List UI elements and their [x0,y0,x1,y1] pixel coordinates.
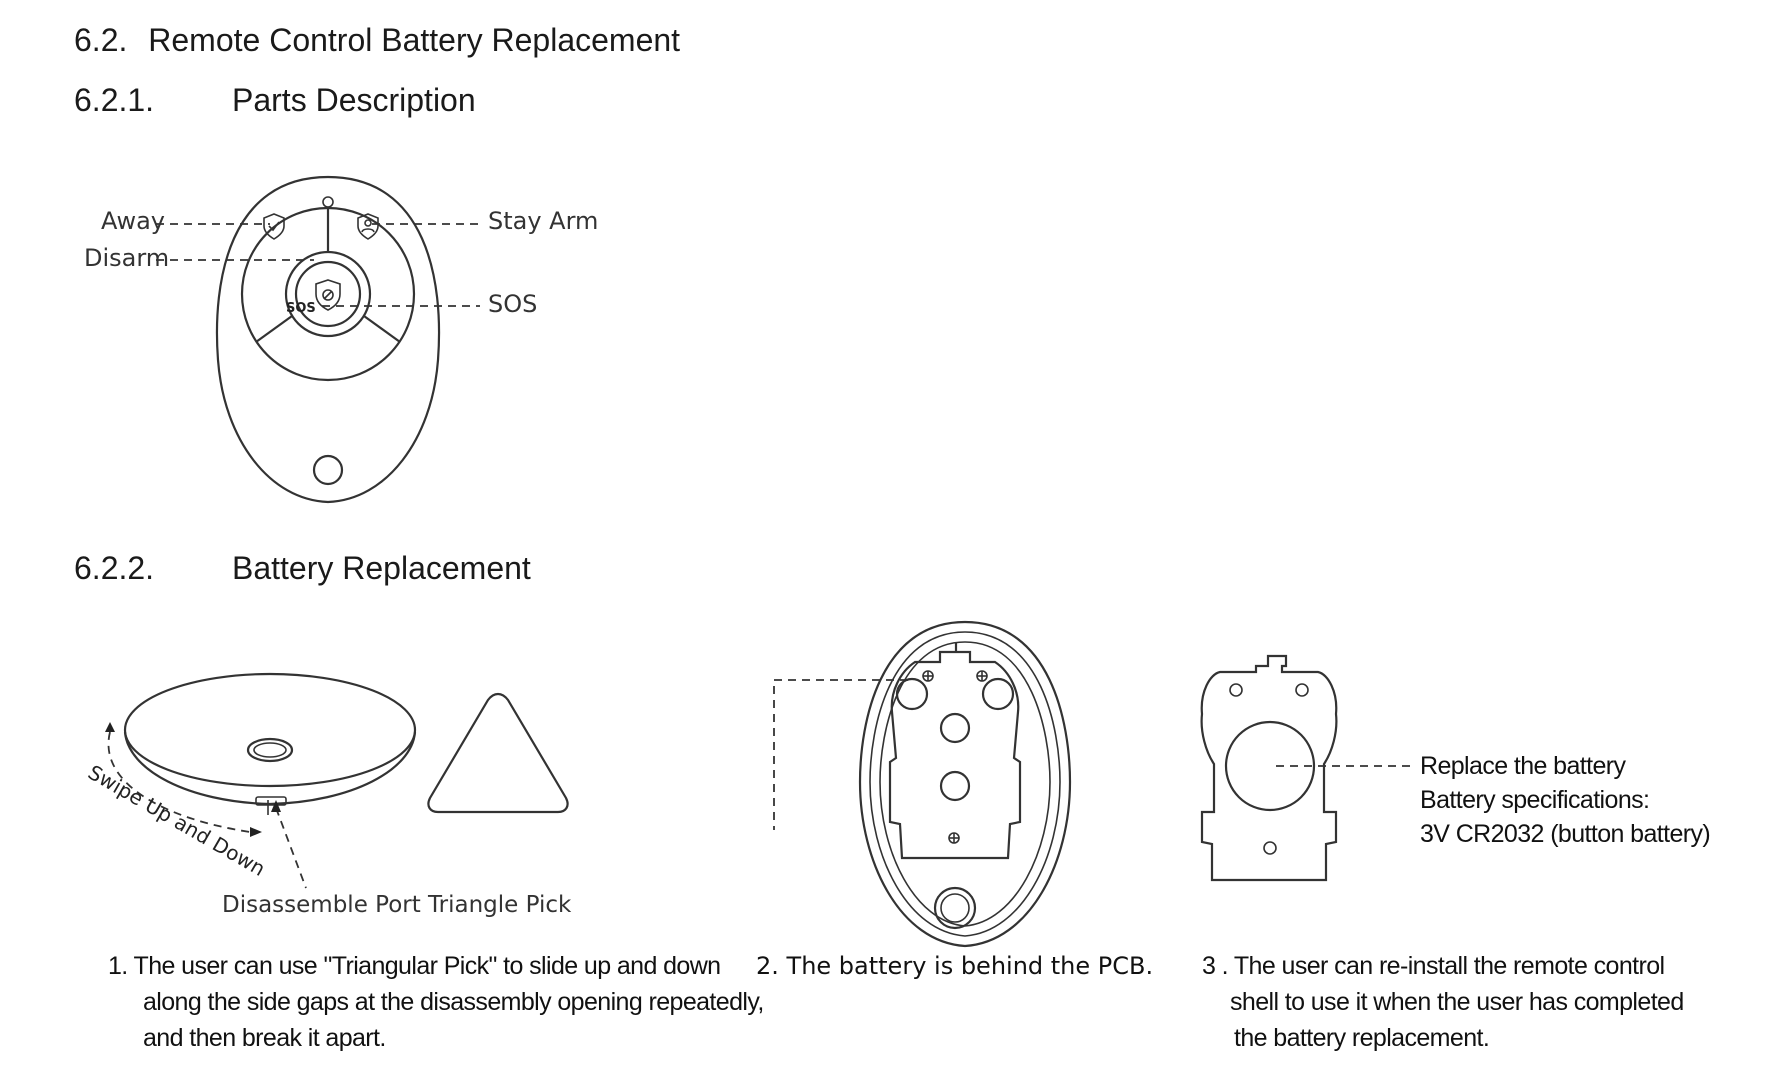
step3-caption-line1: 3 . The user can re-install the remote c… [1202,952,1665,980]
battery-note-line2: Battery specifications: [1420,786,1650,814]
step1-caption-line2: along the side gaps at the disassembly o… [143,988,764,1016]
battery-note-line3: 3V CR2032 (button battery) [1420,820,1711,848]
disarm-shield-icon [315,279,341,311]
triangle-pick [427,692,569,814]
parts-number: 6.2.1. [74,82,155,118]
away-label: Away [101,207,165,235]
section-title: Remote Control Battery Replacement [148,22,681,58]
step1-caption-line3: and then break it apart. [143,1024,386,1052]
step3-caption-line3: the battery replacement. [1234,1024,1490,1052]
battery-heading-title: Battery Replacement [232,550,531,586]
sos-label: SOS [488,290,538,318]
pcb-battery-diagram [1200,654,1416,882]
stay-arm-label: Stay Arm [488,207,599,235]
step1-caption-line1: 1. The user can use "Triangular Pick" to… [108,952,721,980]
stay-arm-shield-icon [357,213,379,240]
open-shell-diagram [773,620,1072,948]
battery-note-line1: Replace the battery [1420,752,1626,780]
triangle-pick-label: Triangle Pick [428,892,572,918]
disassemble-port-label: Disassemble Port [222,892,421,918]
swipe-arrow-right-icon [250,827,262,837]
away-shield-icon [263,213,285,240]
remote-disassembly-diagram [105,672,569,889]
port-arrow-icon [271,800,281,812]
step3-caption-line2: shell to use it when the user has comple… [1230,988,1684,1016]
sos-button-text: SOS [286,301,316,316]
step2-caption: 2. The battery is behind the PCB. [756,952,1154,980]
parts-title: Parts Description [232,82,476,118]
section-number: 6.2. [74,22,128,58]
parts-heading: 6.2.1. [74,82,154,119]
battery-heading-number: 6.2.2. [74,550,155,586]
disarm-label: Disarm [84,244,170,272]
remote-control-diagram: SOS [156,175,480,504]
swipe-arrow-up-icon [105,722,115,732]
section-heading: 6.2. Remote Control Battery Replacement [74,22,680,59]
